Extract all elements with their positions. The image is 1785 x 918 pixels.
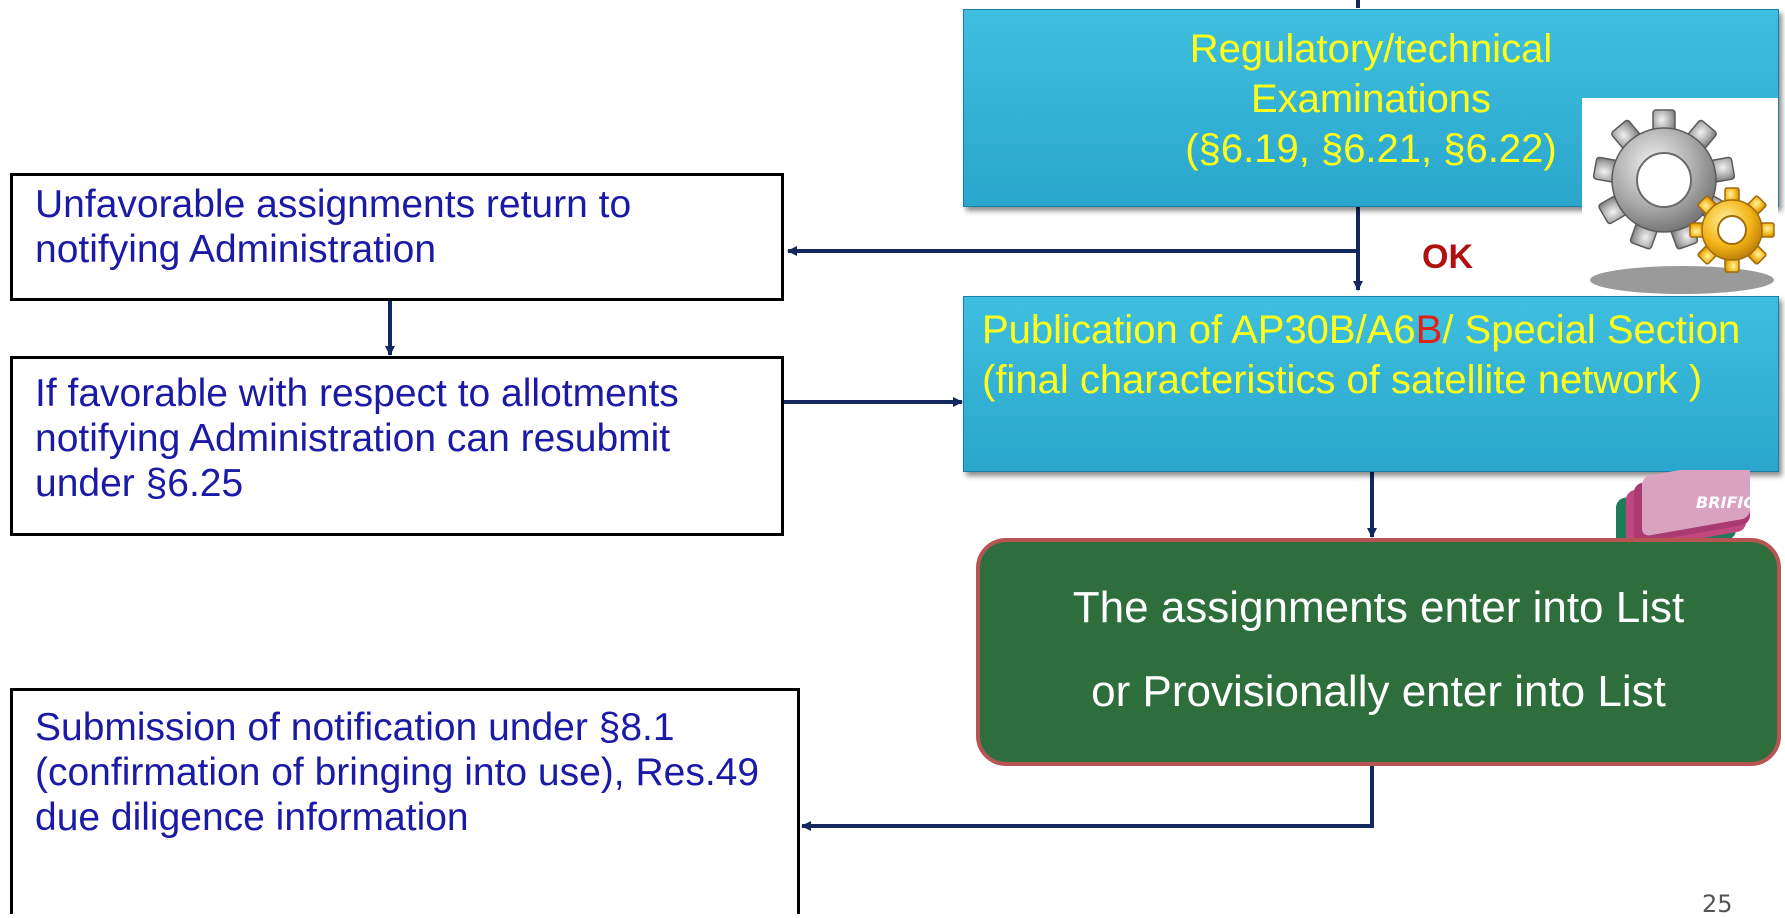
resubmit-box: If favorable with respect to allotments … (10, 356, 784, 536)
unfavorable-assignments-box: Unfavorable assignments return to notify… (10, 173, 784, 301)
list-entry-line1: The assignments enter into List (1072, 583, 1685, 632)
resubmit-text: If favorable with respect to allotments … (35, 372, 679, 505)
regulatory-exam-line2: Examinations (1250, 77, 1492, 121)
arrow-list-to-notification (801, 766, 1374, 831)
brific-disc-stack-icon: BRIFIC (1612, 470, 1750, 540)
publication-text-before: Publication of AP30B/A6 (982, 308, 1416, 352)
ok-label: OK (1422, 238, 1473, 276)
notification-text: Submission of notification under §8.1 (c… (35, 706, 760, 839)
gears-icon (1582, 98, 1778, 296)
publication-box: Publication of AP30B/A6B/ Special Sectio… (963, 296, 1779, 472)
regulatory-exam-line3: (§6.19, §6.21, §6.22) (1185, 127, 1557, 171)
brific-label: BRIFIC (1696, 493, 1750, 512)
unfavorable-assignments-text: Unfavorable assignments return to notify… (35, 183, 632, 271)
page-number: 25 (1702, 890, 1733, 918)
list-entry-line2: or Provisionally enter into List (1091, 667, 1666, 716)
publication-text-highlight: B (1415, 308, 1443, 352)
publication-text-after: / Special Section (final characteristics… (982, 308, 1741, 402)
regulatory-exam-line1: Regulatory/technical (1189, 27, 1553, 71)
notification-box: Submission of notification under §8.1 (c… (10, 688, 800, 914)
list-entry-box: The assignments enter into List or Provi… (976, 538, 1781, 766)
